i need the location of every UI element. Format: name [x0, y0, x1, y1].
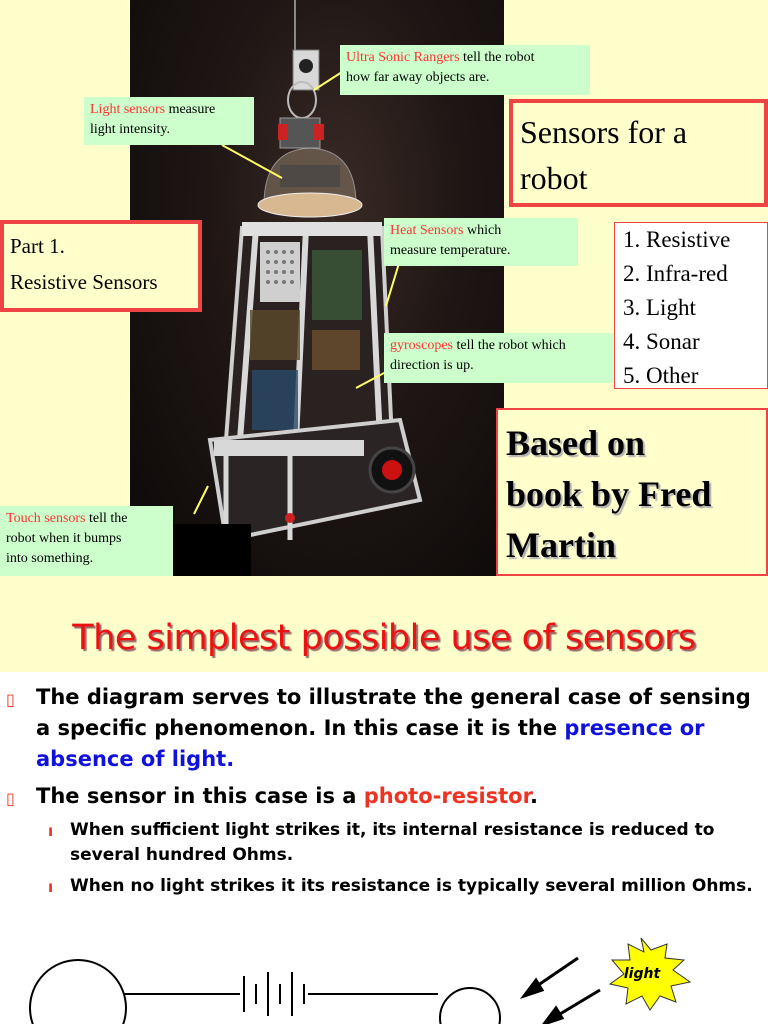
bullet-marker-icon: ▯: [6, 789, 15, 808]
sub-bullet-item: ı When no light strikes it its resistanc…: [0, 874, 768, 899]
callout-text: robot when it bumps: [6, 531, 122, 546]
starburst-label: light: [624, 966, 662, 982]
callout-highlight: Touch sensors: [6, 511, 86, 526]
photoresistor-circle: [439, 987, 501, 1024]
slide-title-box: Sensors for a robot: [509, 99, 768, 207]
callout-text: how far away objects are.: [346, 70, 490, 85]
source-credit-box: Based on book by Fred Martin: [496, 408, 768, 576]
slide-title-line: robot: [520, 160, 588, 196]
bullet-highlight: photo-resistor: [363, 784, 530, 808]
callout-highlight: Light sensors: [90, 102, 166, 117]
credit-line: Martin: [506, 525, 616, 565]
callout-text: light intensity.: [90, 122, 170, 137]
photo-shadow-block: [173, 524, 251, 576]
bullet-item: ▯ The diagram serves to illustrate the g…: [0, 682, 768, 775]
robot-illustration: [193, 0, 423, 543]
bullet-highlight: presence or absence of light.: [36, 716, 705, 771]
credit-line: book by Fred: [506, 474, 712, 514]
list-item: 5. Other: [623, 363, 699, 388]
bullet-text: The diagram serves to illustrate the gen…: [36, 685, 751, 740]
light-arrow-icon: [519, 956, 601, 1024]
callout-highlight: Heat Sensors: [390, 223, 464, 238]
callout-text: direction is up.: [390, 358, 474, 373]
photoresistor-circuit-diagram: light: [29, 937, 692, 1024]
list-item: 1. Resistive: [623, 227, 731, 252]
callout-text: tell the robot which: [453, 338, 566, 353]
slide-title-line: Sensors for a: [520, 114, 688, 150]
bullet-text-end: .: [529, 784, 538, 808]
callout-highlight: gyroscopes: [390, 338, 453, 353]
callout-text: which: [463, 223, 502, 238]
sub-bullet-text: When sufficient light strikes it, its in…: [70, 820, 715, 865]
callout-heat-sensors: Heat Sensors which measure temperature.: [384, 218, 578, 266]
callout-touch-sensors: Touch sensors tell the robot when it bum…: [0, 506, 173, 576]
light-starburst-icon: [608, 937, 692, 1011]
part-label: Part 1.: [10, 234, 65, 258]
sub-bullet-text: When no light strikes it its resistance …: [70, 876, 753, 896]
callout-text: into something.: [6, 551, 94, 566]
list-item: 4. Sonar: [623, 329, 700, 354]
slide-simplest-use: The simplest possible use of sensors ▯ T…: [0, 576, 768, 1024]
title-banner: [0, 576, 768, 672]
sensor-type-list: 1. Resistive 2. Infra-red 3. Light 4. So…: [614, 222, 768, 389]
credit-line: Based on: [506, 423, 646, 463]
callout-gyroscopes: gyroscopes tell the robot which directio…: [384, 333, 616, 383]
callout-text: tell the: [85, 511, 128, 526]
slide-sensors-for-robot: Ultra Sonic Rangers tell the robot how f…: [0, 0, 768, 576]
list-item: 3. Light: [623, 295, 696, 320]
callout-text: measure: [165, 102, 216, 117]
bullet-list: ▯ The diagram serves to illustrate the g…: [0, 682, 768, 905]
bullet-item: ▯ The sensor in this case is a photo-res…: [0, 781, 768, 812]
bullet-marker-icon: ▯: [6, 690, 15, 709]
battery-icon: [243, 972, 305, 1016]
callout-light-sensors: Light sensors measure light intensity.: [84, 97, 254, 145]
callout-ultrasonic-rangers: Ultra Sonic Rangers tell the robot how f…: [340, 45, 590, 95]
part-subtitle: Resistive Sensors: [10, 270, 158, 294]
callout-text: measure temperature.: [390, 243, 511, 258]
part-box: Part 1. Resistive Sensors: [0, 220, 202, 312]
sub-bullet-item: ı When sufficient light strikes it, its …: [0, 818, 768, 868]
sub-bullet-marker-icon: ı: [48, 878, 54, 896]
slide-title: The simplest possible use of sensors: [72, 618, 696, 658]
sub-bullet-marker-icon: ı: [48, 822, 54, 840]
callout-text: tell the robot: [459, 50, 535, 65]
list-item: 2. Infra-red: [623, 261, 728, 286]
callout-highlight: Ultra Sonic Rangers: [346, 50, 460, 65]
meter-circle: [29, 959, 127, 1024]
bullet-text: The sensor in this case is a: [36, 784, 364, 808]
